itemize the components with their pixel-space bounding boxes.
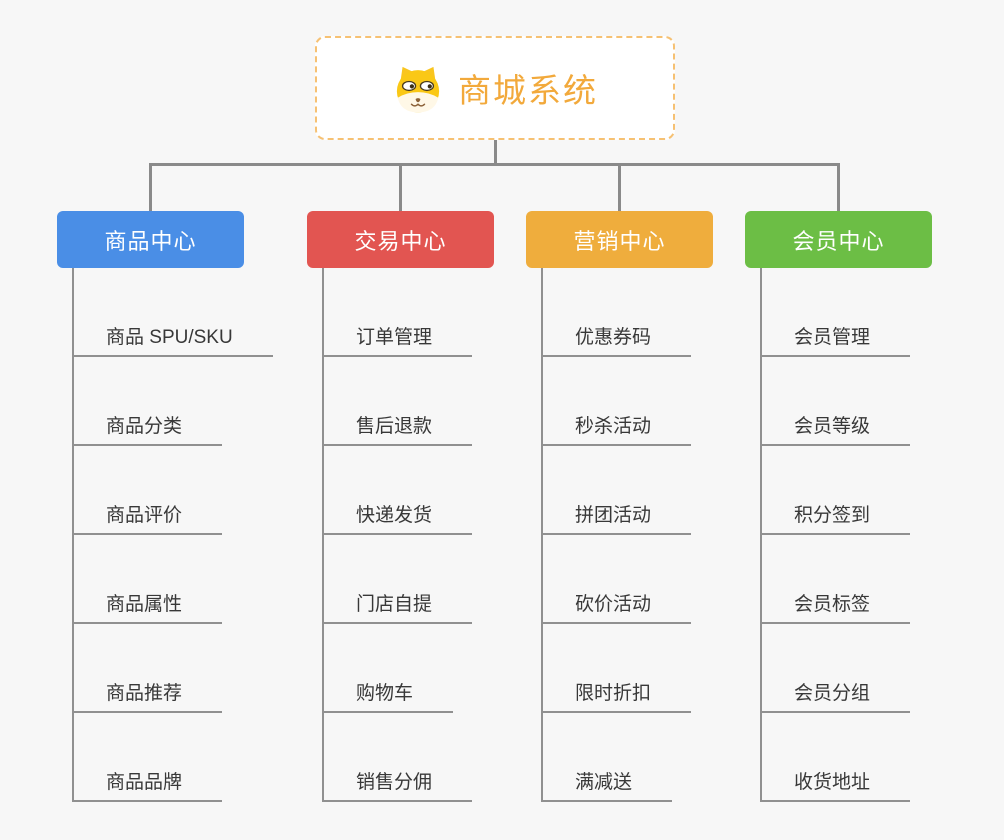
root-topic[interactable]: 商城系统 [315,36,675,140]
subtopic[interactable]: 满减送 [541,768,673,802]
connector-branch-drop-4 [837,166,840,211]
subtopic[interactable]: 商品分类 [72,412,223,446]
subtopic[interactable]: 会员管理 [760,323,911,357]
subtopic[interactable]: 积分签到 [760,501,911,535]
branch-3[interactable]: 营销中心 [526,211,713,268]
subtopic[interactable]: 销售分佣 [322,768,473,802]
subtopic[interactable]: 会员等级 [760,412,911,446]
subtopic[interactable]: 订单管理 [322,323,473,357]
subtopic[interactable]: 商品评价 [72,501,223,535]
branch-1[interactable]: 商品中心 [57,211,244,268]
branch-4[interactable]: 会员中心 [745,211,932,268]
connector-root-trunk [493,140,497,166]
subtopic[interactable]: 砍价活动 [541,590,692,624]
subtopic[interactable]: 拼团活动 [541,501,692,535]
subtopic[interactable]: 限时折扣 [541,679,692,713]
connector-branch-drop-1 [149,166,152,211]
connector-column-trunk-1 [72,268,74,802]
subtopic[interactable]: 商品推荐 [72,679,223,713]
subtopic[interactable]: 购物车 [322,679,454,713]
subtopic[interactable]: 商品 SPU/SKU [72,323,273,357]
connector-column-trunk-4 [760,268,762,802]
subtopic[interactable]: 门店自提 [322,590,473,624]
subtopic[interactable]: 商品属性 [72,590,223,624]
subtopic[interactable]: 商品品牌 [72,768,223,802]
subtopic[interactable]: 会员标签 [760,590,911,624]
root-topic-label: 商城系统 [458,72,598,109]
subtopic[interactable]: 优惠券码 [541,323,692,357]
connector-column-trunk-3 [541,268,543,802]
subtopic[interactable]: 会员分组 [760,679,911,713]
subtopic[interactable]: 收货地址 [760,768,911,802]
connector-branch-drop-2 [399,166,402,211]
connector-column-trunk-2 [322,268,324,802]
subtopic[interactable]: 售后退款 [322,412,473,446]
connector-branch-drop-3 [618,166,621,211]
subtopic[interactable]: 快递发货 [322,501,473,535]
dog-face-icon [392,62,444,114]
subtopic[interactable]: 秒杀活动 [541,412,692,446]
branch-2[interactable]: 交易中心 [307,211,494,268]
connector-horizontal-rail [149,163,840,166]
